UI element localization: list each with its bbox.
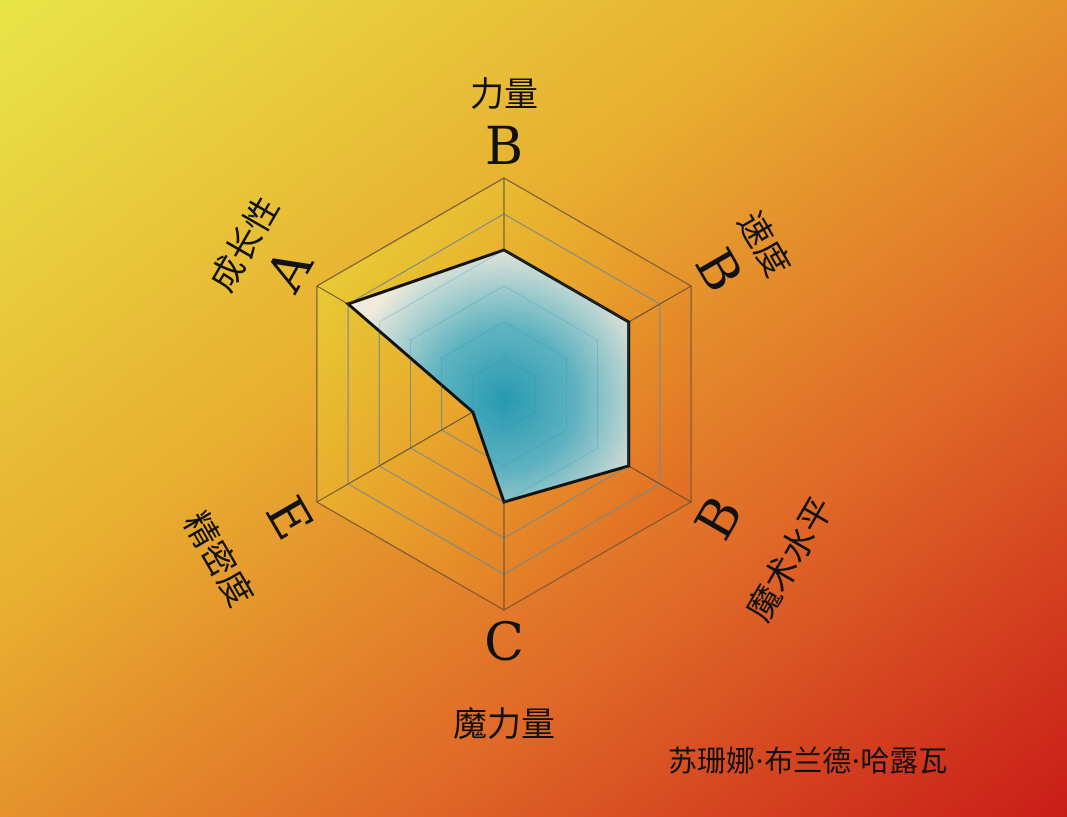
axis-label-group-1: B力量	[470, 75, 538, 177]
axis-grade-4: C	[484, 613, 524, 673]
radar-data	[345, 213, 661, 575]
inner-grid-ring-2	[441, 321, 567, 467]
axis-label-group-4: C 魔力量	[453, 613, 555, 745]
inner-grid-ring-1	[472, 357, 536, 431]
axis-name-4: 魔力量	[453, 705, 555, 745]
character-name: 苏珊娜·布兰德·哈露瓦	[668, 744, 948, 778]
axis-name-1: 力量	[470, 75, 538, 115]
axis-grade-1: B	[485, 117, 523, 177]
